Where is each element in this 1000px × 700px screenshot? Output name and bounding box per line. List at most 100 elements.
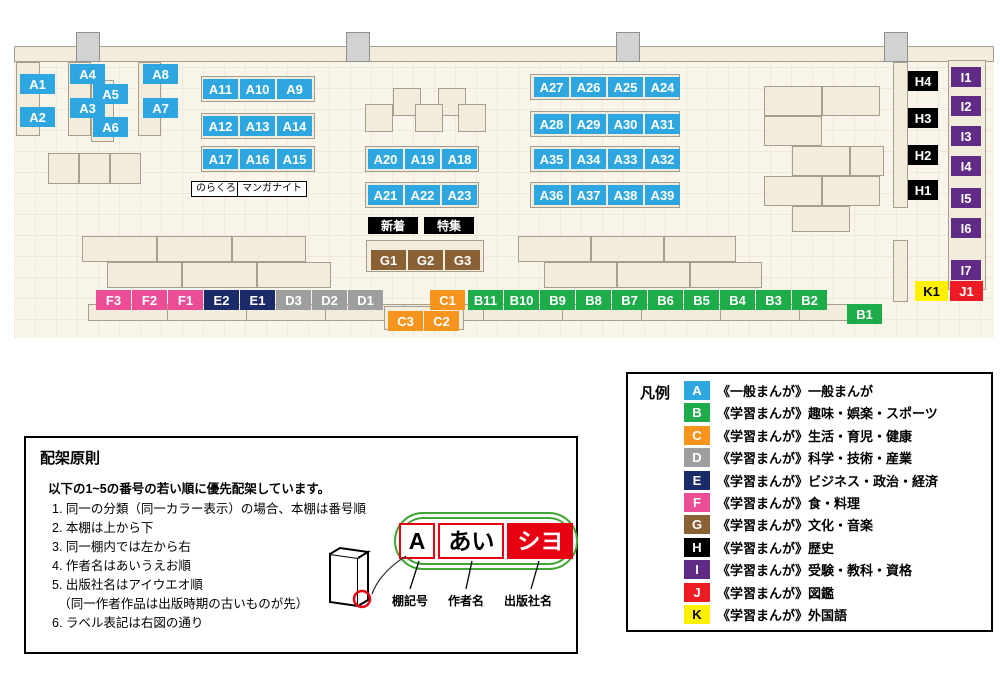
shelf-block <box>850 146 884 176</box>
legend-color-key: A <box>684 381 710 400</box>
shelf-label-c2: C2 <box>424 311 459 331</box>
legend-color-key: B <box>684 403 710 423</box>
legend-color-key: E <box>684 470 710 490</box>
shelf-label-c3: C3 <box>388 311 423 331</box>
shelf-label-i1: I1 <box>951 67 981 87</box>
pointer-label-publisher: 出版社名 <box>504 594 553 608</box>
legend-color-key: I <box>684 560 710 580</box>
legend-item-label: 《学習まんが》文化・音楽 <box>717 518 874 534</box>
shelf-block <box>82 236 157 262</box>
special-collection-tag: マンガナイト <box>237 181 307 197</box>
shelf-label-a22: A22 <box>405 185 440 205</box>
shelf-label-b6: B6 <box>648 290 683 310</box>
legend-item-e: E《学習まんが》ビジネス・政治・経済 <box>684 470 938 490</box>
shelf-block <box>764 176 822 206</box>
legend-color-key: F <box>684 492 710 512</box>
legend-item-label: 《学習まんが》趣味・娯楽・スポーツ <box>717 406 938 422</box>
shelf-label-b8: B8 <box>576 290 611 310</box>
shelf-block <box>157 236 232 262</box>
shelf-block <box>792 206 850 232</box>
shelf-label-a9: A9 <box>277 79 312 99</box>
shelf-block <box>792 146 850 176</box>
shelf-label-a15: A15 <box>277 149 312 169</box>
rule-line-6: （同一作者作品は出版時期の古いものが先） <box>52 597 309 611</box>
legend-color-key: D <box>684 448 710 468</box>
legend-item-label: 《一般まんが》一般まんが <box>717 384 874 399</box>
shelf-block <box>822 86 880 116</box>
shelf-label-h3: H3 <box>908 108 938 128</box>
feature-banner: 特集 <box>424 217 474 234</box>
label-example-cells: A あい シヨ <box>398 523 574 559</box>
shelf-label-i4: I4 <box>951 156 981 176</box>
shelf-block <box>107 262 182 288</box>
shelf-block <box>48 153 79 184</box>
shelf-label-e2: E2 <box>204 290 239 310</box>
shelf-block <box>764 116 822 146</box>
legend-item-label: 《学習まんが》生活・育児・健康 <box>717 428 913 444</box>
shelf-label-c1: C1 <box>430 290 465 310</box>
legend-item-d: D 《学習まんが》科学・技術・産業 <box>684 448 938 468</box>
shelf-label-b7: B7 <box>612 290 647 310</box>
legend-item-label: 《学習まんが》食・料理 <box>717 495 861 511</box>
shelf-label-a29: A29 <box>571 114 606 134</box>
shelf-label-b9: B9 <box>540 290 575 310</box>
shelf-block <box>182 262 257 288</box>
shelf-block <box>110 153 141 184</box>
shelf-label-a28: A28 <box>534 114 569 134</box>
shelf-block <box>544 262 617 288</box>
rule-line-5: 5. 出版社名はアイウエオ順 <box>52 578 203 592</box>
shelf-label-a27: A27 <box>534 77 569 97</box>
rule-line-7: 6. ラベル表記は右図の通り <box>52 616 204 630</box>
shelf-label-a20: A20 <box>368 149 403 169</box>
shelf-label-a37: A37 <box>571 185 606 205</box>
legend-item-b: B 《学習まんが》趣味・娯楽・スポーツ <box>684 403 938 423</box>
shelf-label-h2: H2 <box>908 145 938 165</box>
pointer-label-author: 作者名 <box>448 594 485 608</box>
shelf-label-b3: B3 <box>756 290 791 310</box>
shelf-label-g1: G1 <box>371 250 406 270</box>
special-collection-tag: のらくろ <box>191 181 241 197</box>
shelf-label-f3: F3 <box>96 290 131 310</box>
shelf-label-i5: I5 <box>951 188 981 208</box>
shelf-label-a26: A26 <box>571 77 606 97</box>
pillar <box>346 32 370 62</box>
legend-color-key: K <box>684 604 710 624</box>
shelf-label-a35: A35 <box>534 149 569 169</box>
shelf-label-a17: A17 <box>203 149 238 169</box>
legend-item-c: C《学習まんが》生活・育児・健康 <box>684 425 938 445</box>
rule-line-1: 1. 同一の分類（同一カラー表示）の場合、本棚は番号順 <box>52 502 366 516</box>
shelf-label-a23: A23 <box>442 185 477 205</box>
legend-item-j: J《学習まんが》図鑑 <box>684 582 938 602</box>
shelf-label-a5: A5 <box>93 84 128 104</box>
pillar <box>616 32 640 62</box>
legend-item-label: 《学習まんが》科学・技術・産業 <box>717 451 913 467</box>
shelf-label-e1: E1 <box>240 290 275 310</box>
principles-box: 配架原則 以下の1~5の番号の若い順に優先配架しています。 1. 同一の分類（同… <box>24 436 578 654</box>
shelf-label-a6: A6 <box>93 117 128 137</box>
shelf-block <box>591 236 664 262</box>
shelf-block <box>79 153 110 184</box>
shelf-block <box>893 240 908 302</box>
shelf-block <box>415 104 443 132</box>
shelf-block <box>365 104 393 132</box>
legend-item-h: H《学習まんが》歴史 <box>684 537 938 557</box>
shelf-label-a36: A36 <box>534 185 569 205</box>
shelf-label-h1: H1 <box>908 180 938 200</box>
shelf-block <box>518 236 591 262</box>
shelf-label-i6: I6 <box>951 218 981 238</box>
shelf-block <box>14 46 994 62</box>
legend-color-key: G <box>684 515 710 535</box>
legend-item-g: G 《学習まんが》文化・音楽 <box>684 515 938 535</box>
shelf-label-b1: B1 <box>847 304 882 324</box>
legend-items: A 《一般まんが》一般まんが B 《学習まんが》趣味・娯楽・スポーツ C《学習まんが》生… <box>684 381 938 624</box>
shelf-label-d2: D2 <box>312 290 347 310</box>
pillar <box>76 32 100 62</box>
shelf-label-a16: A16 <box>240 149 275 169</box>
legend-color-key: J <box>684 582 710 602</box>
rule-line-2: 2. 本棚は上から下 <box>52 521 154 535</box>
shelf-label-a32: A32 <box>645 149 680 169</box>
shelf-label-a8: A8 <box>143 64 178 84</box>
